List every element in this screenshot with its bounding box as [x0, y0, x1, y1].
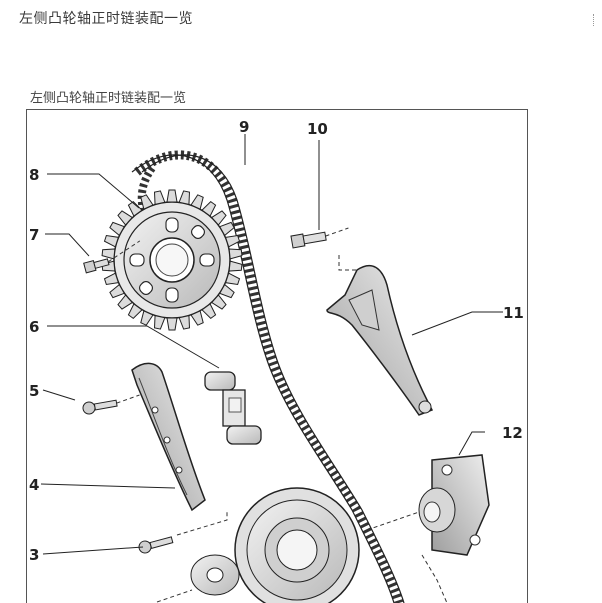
page-title: 左侧凸轮轴正时链装配一览	[19, 11, 193, 27]
chain-tensioner	[204, 371, 262, 445]
callout-11: 11	[503, 304, 524, 322]
exploded-diagram: 8 9 10 7 11 6 5 12 4 3	[26, 109, 528, 603]
callout-3: 3	[29, 546, 39, 564]
figure-caption: 左侧凸轮轴正时链装配一览	[30, 91, 187, 106]
leader-lines	[40, 134, 503, 555]
callout-12: 12	[502, 424, 523, 442]
chain-tensioner-rail	[326, 264, 434, 416]
callout-7: 7	[29, 226, 39, 244]
corner-mark	[593, 14, 596, 26]
sprocket-bolt	[83, 240, 141, 274]
callout-4: 4	[29, 476, 39, 494]
washer	[156, 554, 240, 603]
callout-6: 6	[29, 318, 39, 336]
housing-cover	[366, 454, 490, 603]
callout-9: 9	[239, 118, 249, 136]
guide-rail-bolt	[82, 394, 140, 415]
crankshaft-sprocket	[234, 487, 360, 603]
guide-rail	[131, 362, 206, 512]
guide-rail-bolt-lower	[138, 536, 174, 554]
camshaft-sprocket	[101, 189, 243, 331]
bolt-10	[290, 227, 349, 249]
callout-8: 8	[29, 166, 39, 184]
callout-10: 10	[307, 120, 328, 138]
callout-5: 5	[29, 382, 39, 400]
